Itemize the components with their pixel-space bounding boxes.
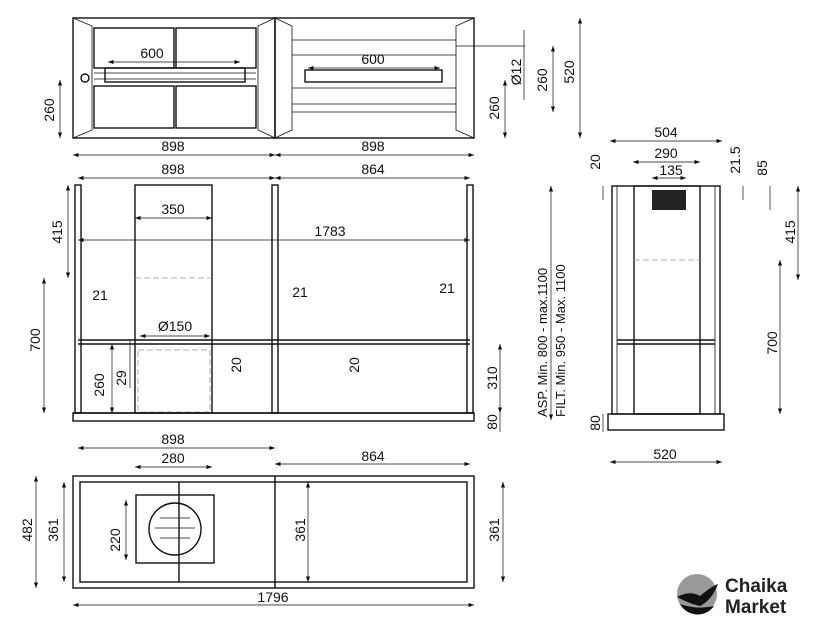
dim-700: 700 [764, 331, 780, 355]
dim-1783: 1783 [314, 223, 345, 239]
dim-361-a: 361 [45, 518, 61, 542]
dim-898-a: 898 [161, 138, 185, 154]
dim-diameter-12: Ø12 [508, 59, 524, 86]
chaika-market-logo: Chaika Market [677, 574, 788, 618]
front-top-view: 600 600 Ø12 260 520 260 260 898 898 [41, 17, 583, 158]
dim-29: 29 [113, 370, 129, 386]
dim-350: 350 [161, 201, 185, 217]
dim-520: 520 [561, 60, 577, 84]
dim-135: 135 [659, 162, 683, 178]
dim-280: 280 [161, 450, 185, 466]
seagull-icon [677, 584, 718, 606]
dim-21-c: 21 [439, 280, 455, 296]
installation-height-note: ASP. Min. 800 - max.1100 FILT. Min. 950 … [535, 186, 568, 420]
dim-20-a: 20 [228, 357, 244, 373]
dim-21-5: 21.5 [727, 146, 743, 173]
dim-85: 85 [754, 160, 770, 176]
dim-80: 80 [587, 415, 603, 431]
dim-1796: 1796 [257, 589, 288, 605]
note-filtering: FILT. Min. 950 - Max. 1100 [553, 264, 568, 417]
plan-view: 898 280 864 482 361 220 361 361 1796 [19, 431, 506, 608]
dim-290: 290 [654, 145, 678, 161]
dim-415: 415 [782, 220, 798, 244]
dim-21-a: 21 [92, 287, 108, 303]
dim-20: 20 [587, 154, 603, 170]
front-view: 898 864 415 350 1783 700 21 21 21 Ø150 2… [27, 161, 503, 432]
dim-898-b: 898 [361, 138, 385, 154]
logo-line2: Market [725, 597, 787, 618]
dim-700: 700 [27, 328, 43, 352]
dim-482: 482 [19, 518, 35, 542]
dim-898: 898 [161, 161, 185, 177]
dim-220: 220 [107, 528, 123, 552]
dim-361-c: 361 [486, 518, 502, 542]
dim-415: 415 [49, 220, 65, 244]
dim-260-left: 260 [41, 98, 57, 122]
dim-600-left: 600 [140, 45, 164, 61]
dim-864: 864 [361, 161, 385, 177]
dim-80: 80 [484, 414, 500, 430]
dim-520: 520 [653, 446, 677, 462]
dim-20-b: 20 [346, 357, 362, 373]
logo-line1: Chaika [725, 576, 788, 597]
dim-260: 260 [91, 373, 107, 397]
dim-diameter-150: Ø150 [158, 318, 192, 334]
dim-504: 504 [654, 124, 678, 140]
logo-circle [677, 574, 717, 614]
dim-310: 310 [484, 366, 500, 390]
dim-864: 864 [361, 448, 385, 464]
dim-21-b: 21 [292, 284, 308, 300]
note-aspiration: ASP. Min. 800 - max.1100 [535, 268, 550, 417]
side-view: 504 290 135 20 21.5 85 415 700 80 520 [587, 124, 801, 465]
dim-600-right: 600 [361, 51, 385, 67]
dim-260-right: 260 [534, 68, 550, 92]
dim-361-b: 361 [292, 518, 308, 542]
dim-260-right-2: 260 [486, 96, 502, 120]
dim-898: 898 [161, 431, 185, 447]
